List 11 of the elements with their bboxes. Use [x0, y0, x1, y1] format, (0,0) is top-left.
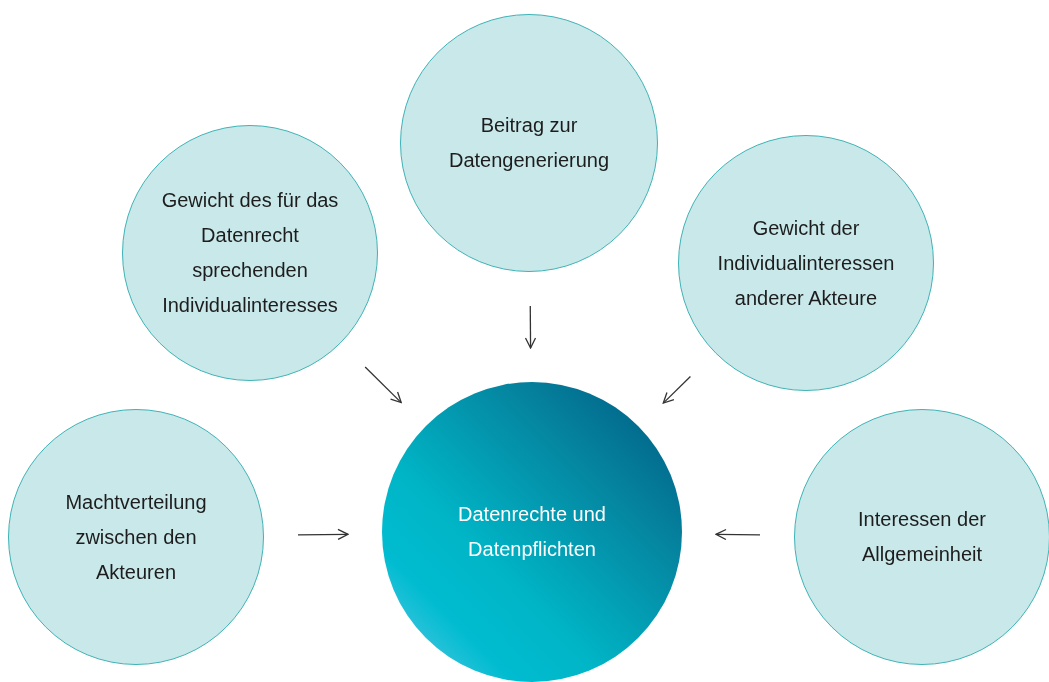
circle-label: Gewicht des für das Datenrecht sprechenden Individualinteresses [160, 188, 340, 318]
circle-label: Datenrechte und Datenpflichten [457, 502, 607, 562]
arrow [364, 366, 402, 404]
arrow [662, 375, 692, 404]
arrow [715, 528, 761, 541]
circle-label: Gewicht der Individualinteressen anderer Akteure [716, 215, 896, 311]
arrow [297, 528, 349, 541]
arrow [524, 305, 537, 349]
circle-label: Machtverteilung zwischen den Akteuren [64, 489, 208, 585]
circle-label: Beitrag zur Datengenerierung [447, 113, 611, 173]
circle-label: Interessen der Allgemeinheit [857, 507, 987, 567]
